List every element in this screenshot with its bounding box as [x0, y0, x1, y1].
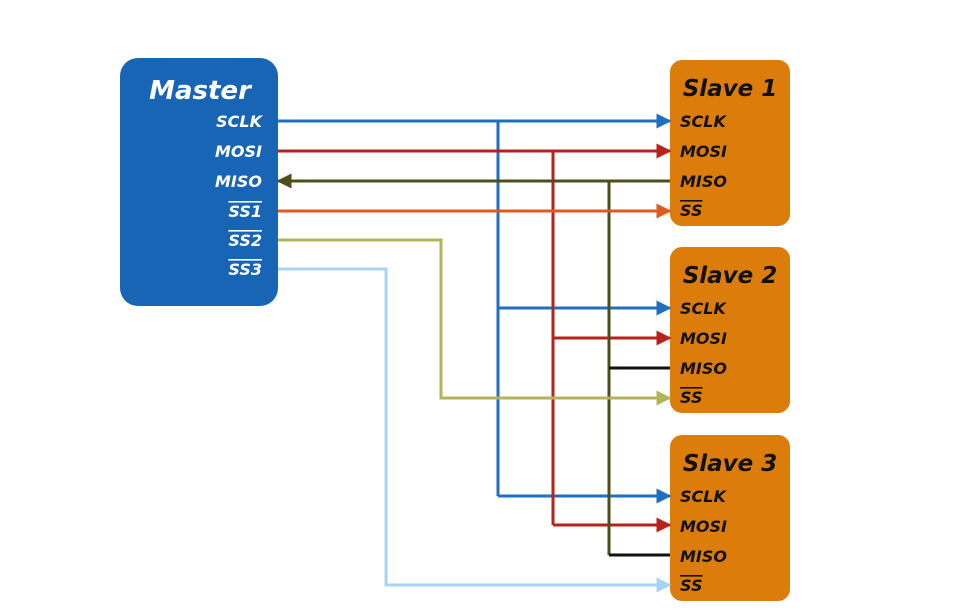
master-pin-ss2: SS2 — [228, 231, 262, 250]
slave-1-title: Slave 1 — [683, 76, 778, 102]
ss3-line — [278, 267, 672, 593]
master-block: Master SCLK MOSI MISO SS1 SS2 SS3 — [120, 58, 278, 306]
master-pin-miso: MISO — [215, 172, 262, 191]
master-pin-sclk: SCLK — [216, 112, 263, 131]
slave-1-pin-mosi: MOSI — [680, 142, 727, 161]
slave-2-pin-sclk: SCLK — [680, 299, 727, 318]
slave-3-block: Slave 3 SCLK MOSI MISO SS — [670, 435, 790, 601]
slave-2-pin-mosi: MOSI — [680, 329, 727, 348]
slave-2-block: Slave 2 SCLK MOSI MISO SS — [670, 247, 790, 413]
ss2-line — [278, 238, 672, 406]
slave-3-pin-ss: SS — [680, 576, 702, 595]
master-title: Master — [149, 76, 253, 106]
slave-1-block: Slave 1 SCLK MOSI MISO SS — [670, 60, 790, 226]
master-box — [120, 58, 278, 306]
master-pin-ss3: SS3 — [228, 260, 262, 279]
ss-lines — [278, 203, 672, 593]
slave-1-pin-ss: SS — [680, 201, 702, 220]
slave-2-pin-ss: SS — [680, 388, 702, 407]
slave-2-pin-miso: MISO — [680, 359, 727, 378]
slave-1-pin-sclk: SCLK — [680, 112, 727, 131]
slave-1-box — [670, 60, 790, 226]
slave-3-pin-mosi: MOSI — [680, 517, 727, 536]
slave-2-title: Slave 2 — [683, 263, 778, 289]
slave-3-pin-miso: MISO — [680, 547, 727, 566]
miso-bus — [276, 173, 670, 557]
sclk-bus — [278, 113, 672, 504]
master-pin-mosi: MOSI — [215, 142, 262, 161]
slave-2-box — [670, 247, 790, 413]
master-pin-ss1: SS1 — [228, 202, 262, 221]
slave-3-title: Slave 3 — [683, 451, 778, 477]
slave-3-box — [670, 435, 790, 601]
mosi-bus — [278, 143, 672, 533]
slave-3-pin-sclk: SCLK — [680, 487, 727, 506]
slave-1-pin-miso: MISO — [680, 172, 727, 191]
